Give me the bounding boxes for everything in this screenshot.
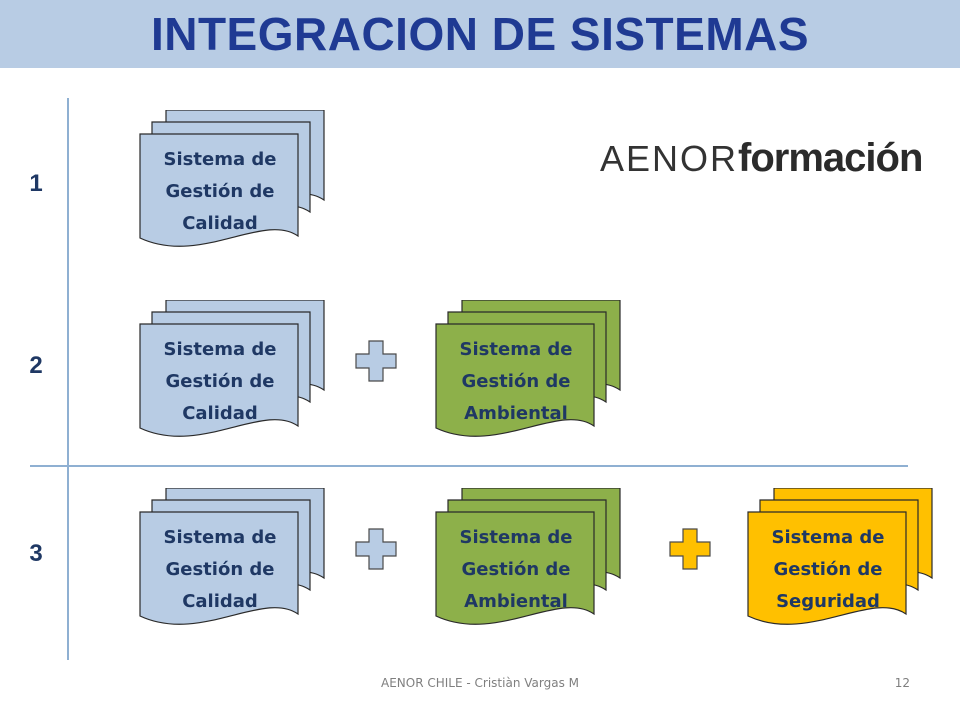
plus-icon (669, 528, 711, 570)
doc-label: Sistema de Gestión de Calidad (138, 522, 302, 618)
row-number-2: 2 (29, 352, 43, 379)
doc-calidad-row1: Sistema de Gestión de Calidad (138, 110, 328, 260)
document-page-shape (747, 511, 907, 625)
document-page-shape (139, 323, 299, 437)
multi-document-icon (435, 488, 621, 625)
doc-label: Sistema de Gestión de Ambiental (434, 522, 598, 618)
doc-ambiental-row2: Sistema de Gestión de Ambiental (434, 300, 624, 450)
page-title: INTEGRACION DE SISTEMAS (150, 8, 810, 60)
doc-label-line: Gestión de (165, 181, 275, 202)
plus-shape (355, 340, 397, 382)
doc-label: Sistema de Gestión de Seguridad (746, 522, 910, 618)
aenor-formacion-logo: AENORformación (600, 130, 923, 186)
doc-label-line: Sistema de (163, 149, 277, 170)
doc-calidad-row2: Sistema de Gestión de Calidad (138, 300, 328, 450)
doc-label: Sistema de Gestión de Calidad (138, 144, 302, 240)
doc-label-line: Calidad (182, 213, 258, 234)
doc-label-line: Gestión de (461, 559, 571, 580)
horizontal-divider (30, 465, 908, 467)
plus-icon (355, 528, 397, 570)
doc-seguridad-row3: Sistema de Gestión de Seguridad (746, 488, 936, 638)
doc-label-line: Ambiental (464, 403, 568, 424)
doc-label-line: Sistema de (459, 339, 573, 360)
page-number: 12 (894, 676, 910, 690)
document-page-shape (435, 511, 595, 625)
plus-path (355, 340, 397, 382)
plus-path (669, 528, 711, 570)
logo-aenor-text: AENOR (600, 138, 739, 179)
doc-label-line: Gestión de (461, 371, 571, 392)
document-page-shape (435, 323, 595, 437)
doc-label-line: Gestión de (165, 559, 275, 580)
doc-ambiental-row3: Sistema de Gestión de Ambiental (434, 488, 624, 638)
footer-credit: AENOR CHILE - Cristiàn Vargas M (381, 676, 579, 690)
plus-path (355, 528, 397, 570)
multi-document-icon (435, 300, 621, 437)
doc-label-line: Sistema de (163, 339, 277, 360)
doc-label: Sistema de Gestión de Calidad (138, 334, 302, 430)
vertical-divider (67, 98, 69, 660)
document-page-shape (139, 133, 299, 247)
multi-document-icon (747, 488, 933, 625)
doc-label-line: Sistema de (771, 527, 885, 548)
doc-label-line: Sistema de (459, 527, 573, 548)
doc-label: Sistema de Gestión de Ambiental (434, 334, 598, 430)
document-page-shape (139, 511, 299, 625)
doc-label-line: Ambiental (464, 591, 568, 612)
logo-formacion-text: formación (738, 136, 923, 180)
doc-label-line: Gestión de (165, 371, 275, 392)
doc-label-line: Seguridad (776, 591, 880, 612)
row-number-1: 1 (29, 170, 43, 197)
multi-document-icon (139, 110, 325, 247)
doc-label-line: Calidad (182, 591, 258, 612)
plus-shape (669, 528, 711, 570)
multi-document-icon (139, 488, 325, 625)
doc-label-line: Gestión de (773, 559, 883, 580)
row-number-3: 3 (29, 540, 43, 567)
doc-label-line: Calidad (182, 403, 258, 424)
doc-calidad-row3: Sistema de Gestión de Calidad (138, 488, 328, 638)
plus-icon (355, 340, 397, 382)
multi-document-icon (139, 300, 325, 437)
doc-label-line: Sistema de (163, 527, 277, 548)
title-bar (0, 0, 960, 68)
plus-shape (355, 528, 397, 570)
